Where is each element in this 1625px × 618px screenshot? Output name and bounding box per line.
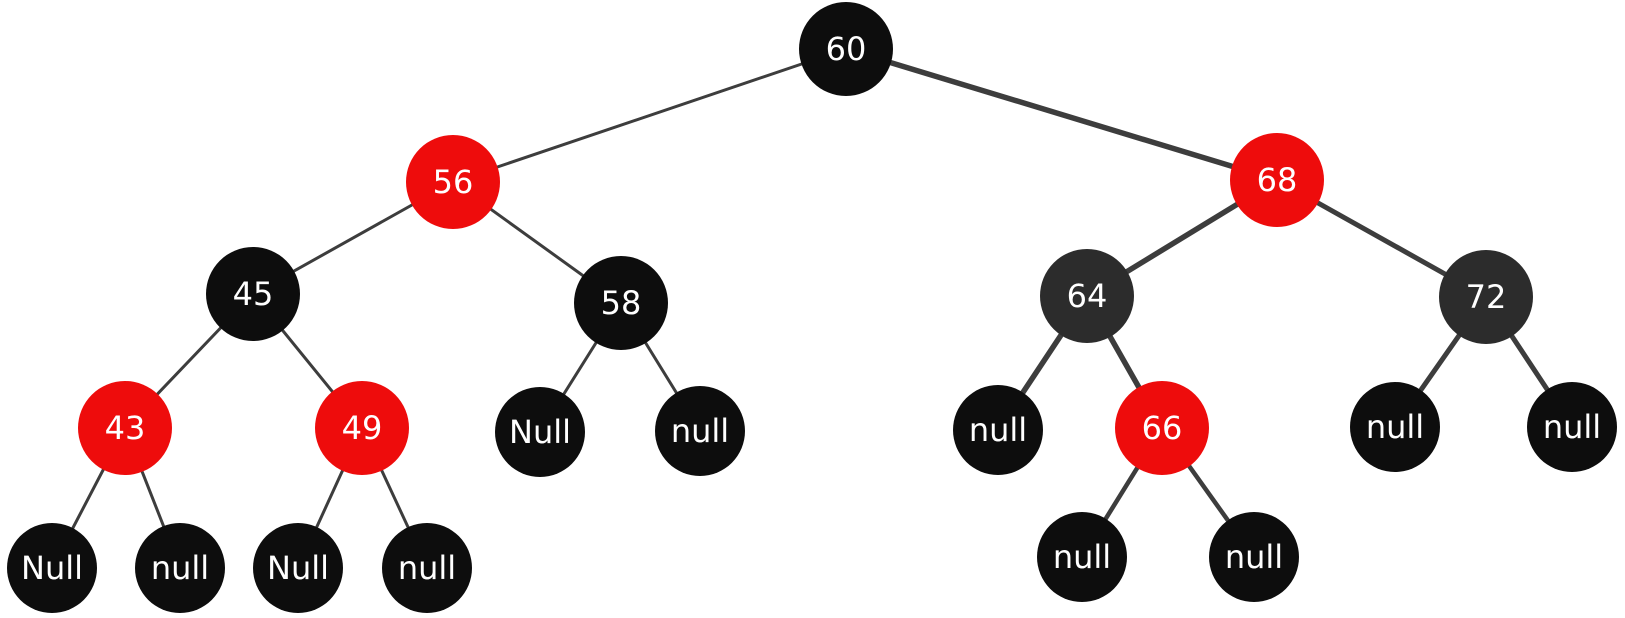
node-label: 56	[433, 163, 474, 201]
node-label: 66	[1142, 409, 1183, 447]
black-node-circle	[1040, 249, 1134, 343]
tree-node-64L: null	[953, 385, 1043, 475]
black-node-circle	[7, 523, 97, 613]
tree-node-60: 60	[799, 2, 893, 96]
node-label: null	[1053, 538, 1111, 576]
node-label: Null	[509, 413, 571, 451]
tree-node-72R: null	[1527, 382, 1617, 472]
tree-node-45: 45	[206, 247, 300, 341]
tree-node-43: 43	[78, 381, 172, 475]
node-label: 60	[826, 30, 867, 68]
tree-node-56: 56	[406, 135, 500, 229]
tree-node-49R: null	[382, 523, 472, 613]
black-node-circle	[1037, 512, 1127, 602]
node-label: 43	[105, 409, 146, 447]
tree-node-68: 68	[1230, 133, 1324, 227]
tree-node-58: 58	[574, 256, 668, 350]
node-label: 49	[342, 409, 383, 447]
red-node-circle	[315, 381, 409, 475]
red-node-circle	[1230, 133, 1324, 227]
node-label: null	[1366, 408, 1424, 446]
black-node-circle	[655, 386, 745, 476]
black-node-circle	[1527, 382, 1617, 472]
tree-edge-60-56	[451, 47, 848, 184]
black-node-circle	[953, 385, 1043, 475]
tree-node-58L: Null	[495, 387, 585, 477]
node-label: null	[969, 411, 1027, 449]
tree-node-72L: null	[1350, 382, 1440, 472]
black-node-circle	[799, 2, 893, 96]
tree-node-66L: null	[1037, 512, 1127, 602]
black-node-circle	[135, 523, 225, 613]
node-label: 72	[1466, 278, 1507, 316]
tree-node-49L: Null	[253, 523, 343, 613]
tree-node-66: 66	[1115, 381, 1209, 475]
black-node-circle	[382, 523, 472, 613]
black-node-circle	[253, 523, 343, 613]
tree-node-43R: null	[135, 523, 225, 613]
black-node-circle	[495, 387, 585, 477]
red-node-circle	[1115, 381, 1209, 475]
node-label: null	[1543, 408, 1601, 446]
red-node-circle	[406, 135, 500, 229]
node-label: 64	[1067, 277, 1108, 315]
tree-node-43L: Null	[7, 523, 97, 613]
tree-node-66R: null	[1209, 512, 1299, 602]
node-label: null	[151, 549, 209, 587]
tree-edge-60-68	[843, 46, 1280, 183]
black-node-circle	[206, 247, 300, 341]
tree-node-72: 72	[1439, 250, 1533, 344]
node-label: 45	[233, 275, 274, 313]
node-label: 68	[1257, 161, 1298, 199]
node-label: null	[1225, 538, 1283, 576]
black-node-circle	[574, 256, 668, 350]
tree-node-49: 49	[315, 381, 409, 475]
red-node-circle	[78, 381, 172, 475]
tree-node-58R: null	[655, 386, 745, 476]
black-node-circle	[1439, 250, 1533, 344]
black-node-circle	[1209, 512, 1299, 602]
black-node-circle	[1350, 382, 1440, 472]
node-label: null	[398, 549, 456, 587]
node-label: Null	[21, 549, 83, 587]
node-label: 58	[601, 284, 642, 322]
node-label: null	[671, 412, 729, 450]
tree-node-64: 64	[1040, 249, 1134, 343]
node-label: Null	[267, 549, 329, 587]
